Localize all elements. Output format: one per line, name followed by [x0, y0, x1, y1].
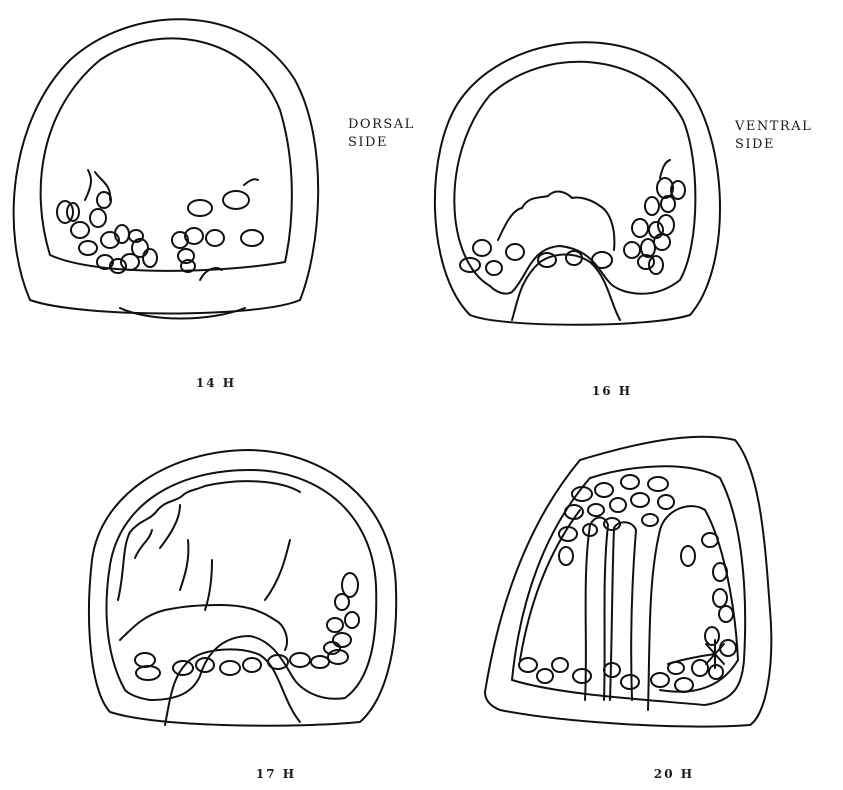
- ventral-side-label: VENTRAL SIDE: [735, 118, 812, 154]
- panel-17h-outer-wall: [89, 450, 396, 726]
- panel-17h-fold-2: [160, 505, 180, 548]
- ventral-label-line2: SIDE: [735, 136, 812, 154]
- panel-14h-cell-strand-4: [244, 179, 258, 185]
- panel-16h-cell-cluster: [460, 178, 685, 275]
- dorsal-label-line2: SIDE: [348, 134, 415, 152]
- dorsal-side-label: DORSAL SIDE: [348, 116, 415, 152]
- caption-14h: 14 H: [176, 376, 256, 390]
- caption-17h: 17 H: [236, 767, 316, 781]
- panel-14h-outer-wall: [14, 19, 319, 313]
- panel-14h-cell-strand: [85, 170, 91, 200]
- panel-16h-archenteron-roof: [498, 192, 614, 250]
- panel-20h-somite-right: [648, 506, 738, 710]
- caption-20h: 20 H: [634, 767, 714, 781]
- panel-16h-drawing: [435, 42, 720, 325]
- panel-17h-drawing: [89, 450, 396, 726]
- panel-20h-drawing: [485, 437, 771, 727]
- panel-17h-cell-cluster: [135, 573, 359, 680]
- panel-17h-archenteron-floor: [120, 605, 287, 650]
- panel-14h-cell-cluster: [57, 191, 263, 273]
- panel-17h-fold-4: [205, 560, 212, 610]
- ventral-label-line1: VENTRAL: [735, 118, 812, 136]
- panel-20h-somite-left: [520, 510, 580, 660]
- dorsal-label-line1: DORSAL: [348, 116, 415, 134]
- panel-20h-notochord-right: [610, 522, 636, 700]
- panel-17h-fold-5: [265, 540, 290, 600]
- panel-14h-inner-cavity: [41, 38, 292, 270]
- panel-16h-neural-fold: [512, 255, 620, 321]
- panel-16h-cell-strand: [660, 160, 670, 178]
- panel-20h-cell-cluster: [519, 475, 736, 692]
- panel-17h-fold-3: [180, 540, 188, 590]
- panel-17h-fold-1: [135, 530, 152, 558]
- panel-14h-drawing: [14, 19, 319, 318]
- caption-16h: 16 H: [572, 384, 652, 398]
